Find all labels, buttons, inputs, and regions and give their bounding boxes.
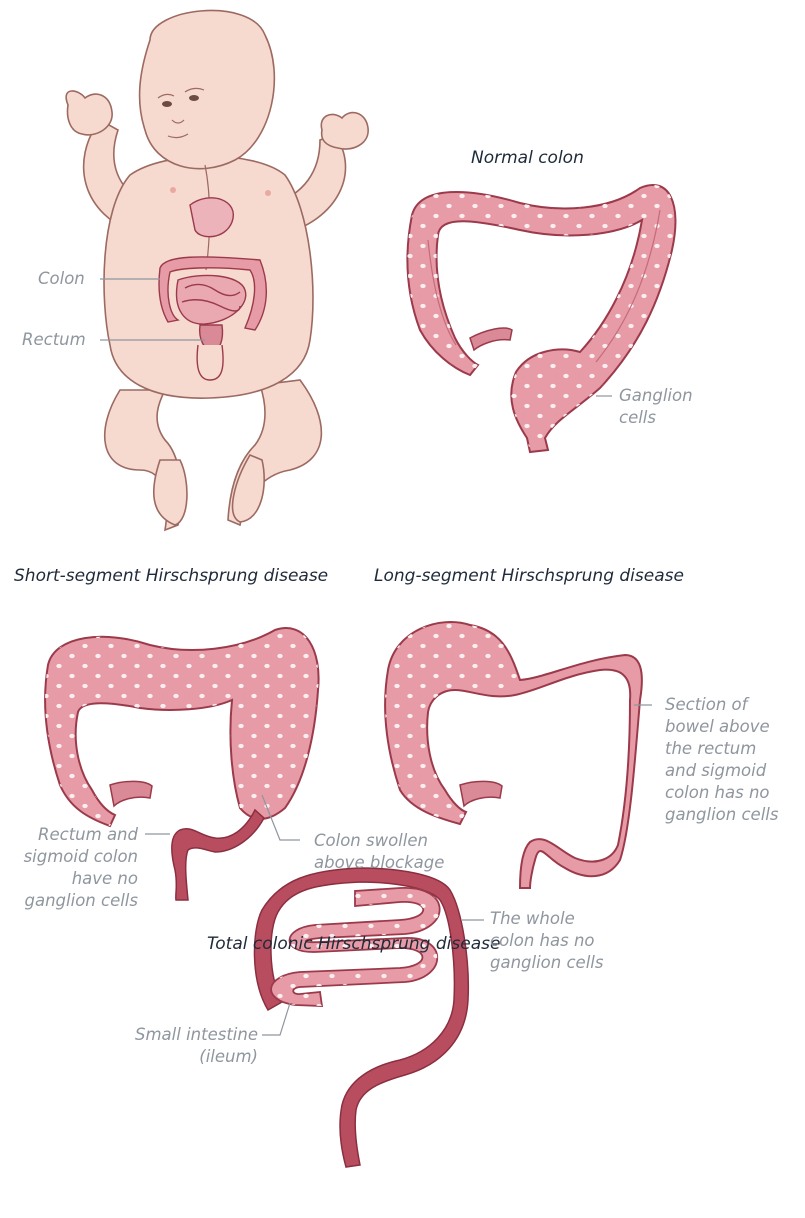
colon-label: Colon bbox=[38, 268, 85, 290]
rectum-label: Rectum bbox=[22, 329, 86, 351]
long-segment-heading: Long-segment Hirschsprung disease bbox=[374, 566, 684, 586]
normal-colon-heading: Normal colon bbox=[471, 148, 584, 168]
colon-swollen-label: Colon swollen above blockage bbox=[314, 830, 444, 874]
whole-colon-label: The whole colon has no ganglion cells bbox=[490, 908, 603, 974]
section-of-bowel-label: Section of bowel above the rectum and si… bbox=[665, 694, 778, 826]
baby-figure bbox=[66, 10, 368, 530]
ganglion-cells-label: Ganglion cells bbox=[619, 385, 693, 429]
short-segment-heading: Short-segment Hirschsprung disease bbox=[14, 566, 328, 586]
total-colonic-heading: Total colonic Hirschsprung disease bbox=[207, 934, 500, 954]
total-colonic-diagram bbox=[254, 868, 484, 1167]
rectum-sigmoid-label: Rectum and sigmoid colon have no ganglio… bbox=[24, 824, 138, 912]
small-intestine-label: Small intestine (ileum) bbox=[135, 1024, 258, 1068]
